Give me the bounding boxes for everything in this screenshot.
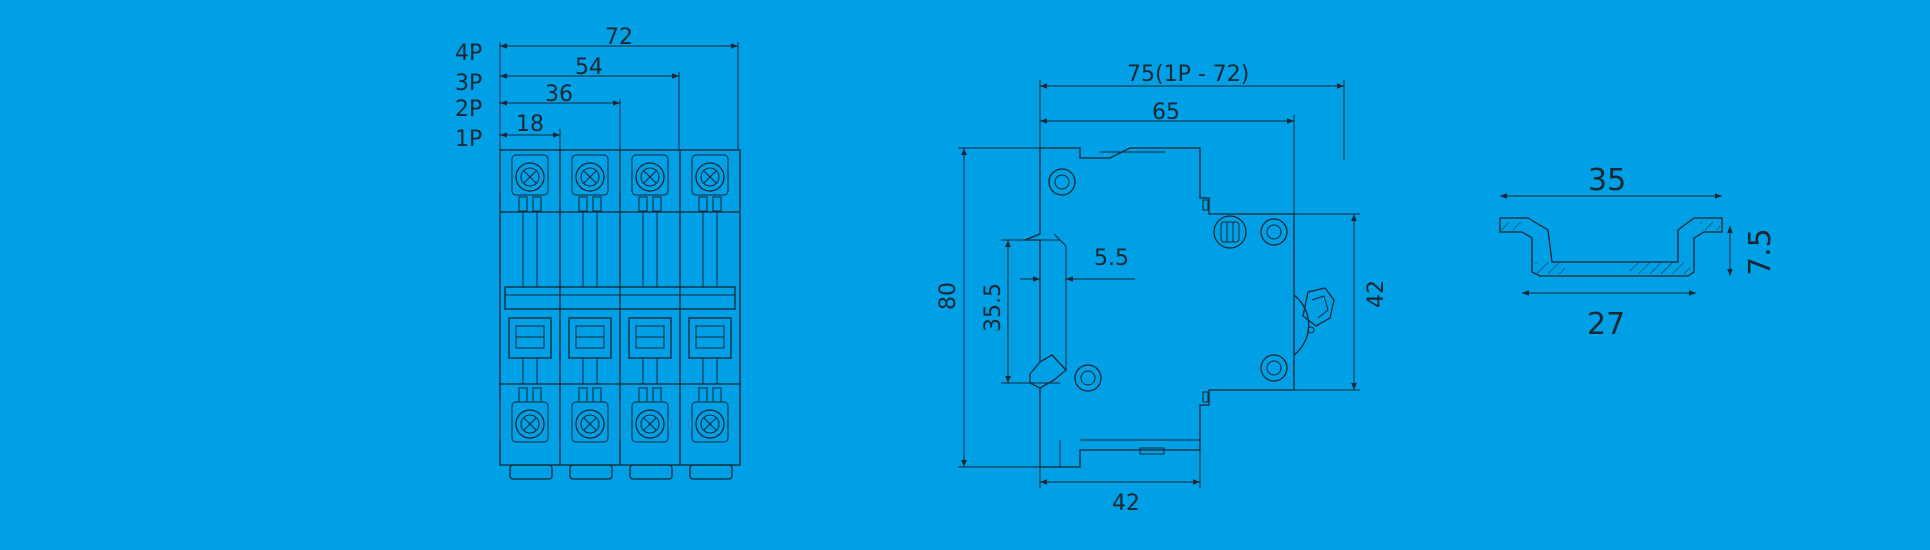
breaker-body	[499, 149, 741, 480]
side-height-80: 80	[936, 282, 961, 310]
side-screw-top	[1048, 168, 1076, 196]
pole-label-2p: 2P	[455, 97, 482, 122]
side-offset-5-5: 5.5	[1094, 246, 1129, 271]
side-screw-lower-right	[1260, 354, 1288, 382]
pole-label-1p: 1P	[455, 127, 482, 152]
side-screw-bottom	[1074, 364, 1102, 392]
side-screw-upper-right	[1260, 218, 1288, 246]
pole-label-4p: 4P	[455, 41, 482, 66]
rail-top-width-35: 35	[1588, 163, 1626, 198]
front-dimensions	[499, 42, 739, 150]
side-depth-65: 65	[1152, 100, 1180, 125]
rail-bottom-width-27: 27	[1587, 307, 1625, 342]
width-18: 18	[516, 112, 544, 137]
side-base-width-42: 42	[1112, 491, 1140, 516]
pole-3	[628, 154, 672, 443]
pole-4	[688, 154, 732, 443]
din-rail: 35 7.5 27	[1499, 163, 1778, 342]
width-54: 54	[575, 55, 603, 80]
side-rail-35-5: 35.5	[981, 283, 1006, 332]
side-body-outline	[1024, 147, 1295, 468]
side-top-width: 75(1P - 72)	[1127, 62, 1249, 87]
pole-label-3p: 3P	[455, 71, 482, 96]
side-view: 75(1P - 72) 65 80 35.5 5.5 42 42	[936, 62, 1389, 516]
rail-height-7-5: 7.5	[1743, 228, 1778, 276]
width-36: 36	[545, 82, 573, 107]
width-72: 72	[605, 25, 633, 50]
side-height-42: 42	[1364, 280, 1389, 308]
side-toggle-lever	[1293, 287, 1335, 356]
side-indicator-window	[1213, 215, 1247, 249]
pole-1	[508, 154, 552, 443]
front-view: 4P 3P 2P 1P 72 54 36 18	[455, 25, 741, 480]
pole-2	[568, 154, 612, 443]
